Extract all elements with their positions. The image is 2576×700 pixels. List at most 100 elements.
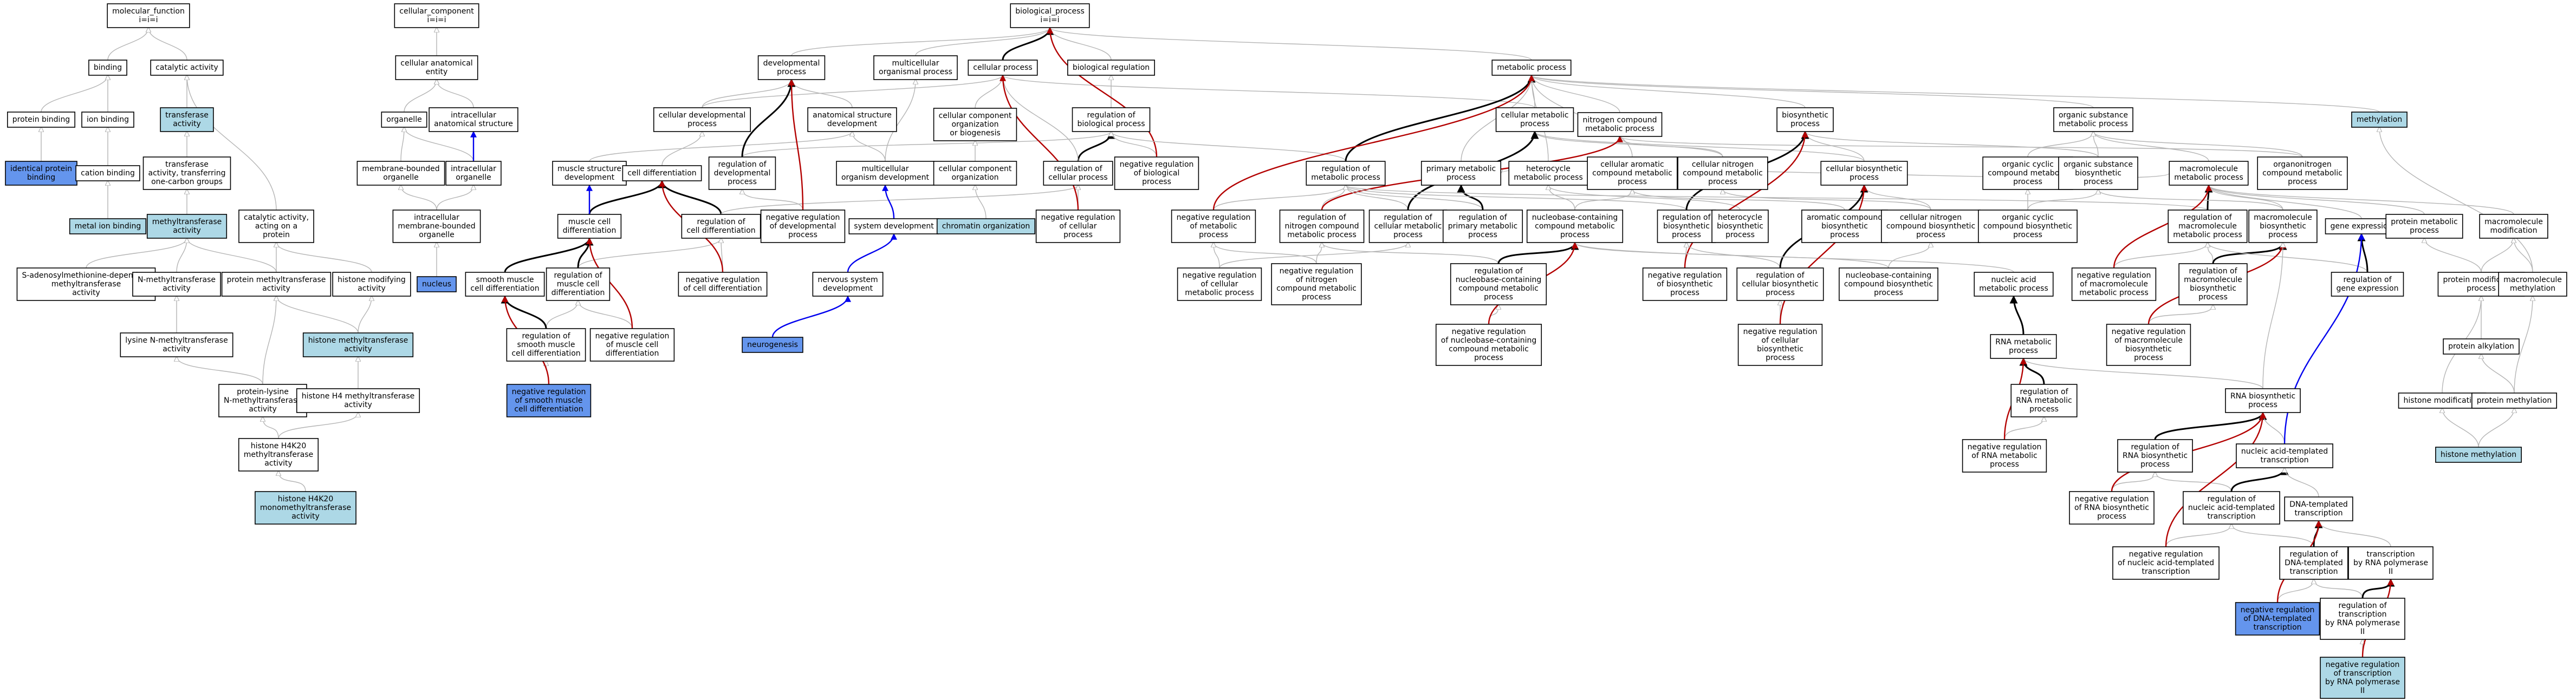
node-protein-binding[interactable]: protein binding — [7, 112, 76, 128]
node-cellular-process[interactable]: cellular process — [968, 60, 1038, 76]
node-protein-lysine-n-methyltransferase-activity[interactable]: protein-lysineN-methyltransferaseactivit… — [218, 384, 307, 417]
node-cell-differentiation[interactable]: cell differentiation — [622, 165, 702, 181]
node-protein-methylation[interactable]: protein methylation — [2471, 392, 2558, 409]
node-biological-regulation[interactable]: biological regulation — [1067, 60, 1155, 76]
node-methylation[interactable]: methylation — [2351, 112, 2408, 128]
node-ion-binding[interactable]: ion binding — [81, 112, 134, 128]
node-metabolic-process[interactable]: metabolic process — [1491, 60, 1572, 76]
node-system-development[interactable]: system development — [848, 218, 939, 234]
node-histone-methylation[interactable]: histone methylation — [2435, 447, 2522, 463]
node-chromatin-organization[interactable]: chromatin organization — [936, 218, 1036, 234]
node-regulation-of-nucleobase-containing-compound-metabolic-proce[interactable]: regulation ofnucleobase-containingcompou… — [1450, 263, 1547, 305]
node-metal-ion-binding[interactable]: metal ion binding — [69, 218, 147, 234]
node-binding[interactable]: binding — [88, 60, 127, 76]
node-gene-expression[interactable]: gene expression — [2325, 218, 2398, 234]
node-nucleus[interactable]: nucleus — [417, 276, 457, 292]
node-protein-alkylation[interactable]: protein alkylation — [2443, 338, 2520, 355]
node-organelle[interactable]: organelle — [381, 112, 427, 128]
node-s-adenosylmethionine-dependent-methyltransferase-activity[interactable]: S-adenosylmethionine-dependentmethyltran… — [16, 267, 156, 301]
